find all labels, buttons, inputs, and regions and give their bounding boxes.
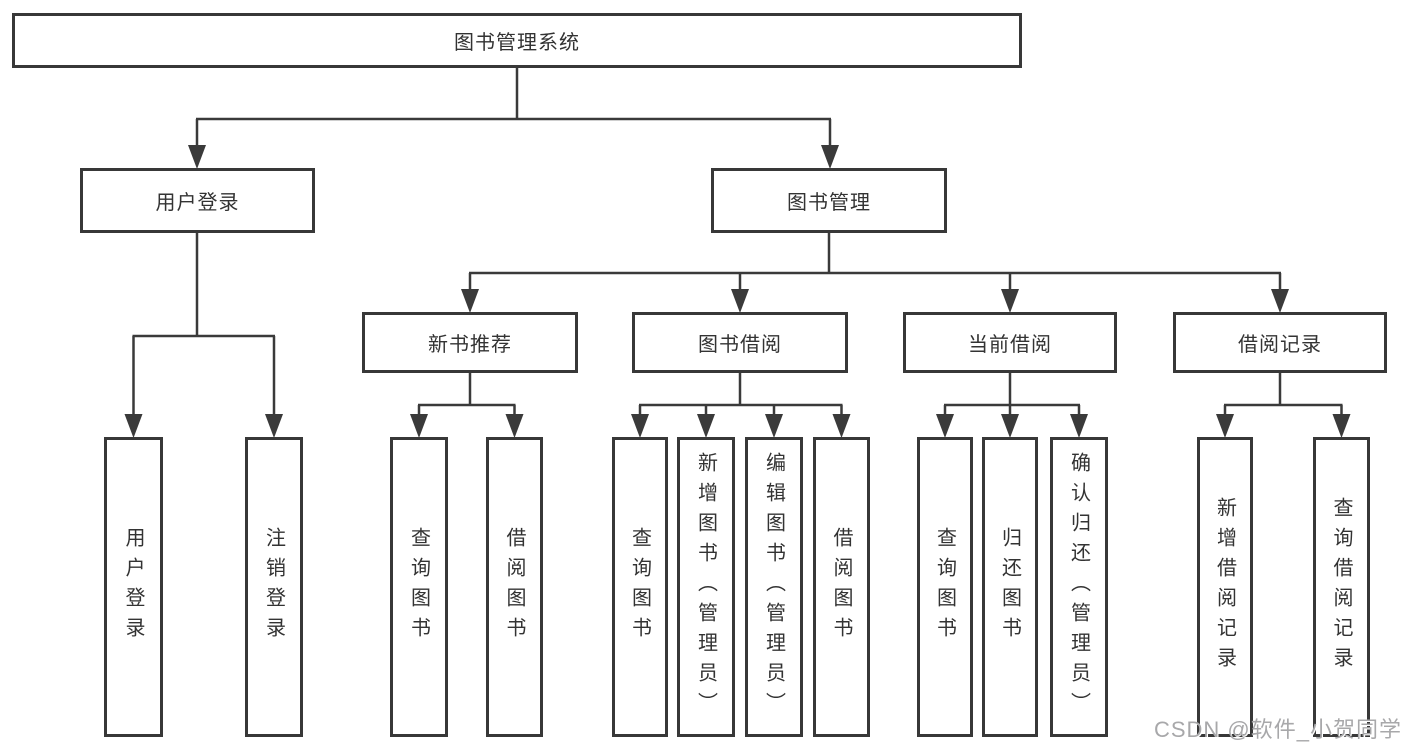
node-book-borrowing: 图书借阅 — [632, 312, 848, 373]
connector-new-book-recommendation — [417, 371, 516, 421]
node-label: 新书推荐 — [428, 334, 512, 356]
node-label: 新增图书（管理员） — [694, 452, 717, 722]
node-user-login: 用户登录 — [80, 168, 315, 233]
node-query-borrow-record: 查询借阅记录 — [1313, 437, 1370, 737]
node-confirm-return-admin: 确认归还（管理员） — [1050, 437, 1108, 737]
node-label: 当前借阅 — [968, 334, 1052, 356]
node-library-management-system: 图书管理系统 — [12, 13, 1022, 68]
connector-book-borrowing — [638, 371, 843, 421]
node-add-borrow-record: 新增借阅记录 — [1197, 437, 1253, 737]
node-label: 图书管理系统 — [454, 32, 580, 54]
node-label: 图书借阅 — [698, 334, 782, 356]
node-query-books: 查询图书 — [612, 437, 668, 737]
node-label: 编辑图书（管理员） — [762, 452, 785, 722]
node-label: 图书管理 — [787, 192, 871, 214]
node-query-books: 查询图书 — [390, 437, 448, 737]
connector-root — [195, 66, 832, 152]
node-label: 借阅图书 — [503, 527, 525, 647]
node-label: 用户登录 — [155, 192, 240, 214]
node-label: 归还图书 — [998, 527, 1021, 647]
node-label: 用户登录 — [122, 527, 144, 647]
node-logout-leaf: 注销登录 — [245, 437, 303, 737]
node-label: 借阅记录 — [1238, 334, 1322, 356]
connector-borrowing-records — [1223, 371, 1343, 421]
node-label: 查询图书 — [628, 527, 651, 647]
node-current-borrowing: 当前借阅 — [903, 312, 1117, 373]
connector-user-login — [132, 231, 276, 421]
node-label: 查询图书 — [933, 527, 956, 647]
node-borrow-books: 借阅图书 — [486, 437, 543, 737]
connector-current-borrowing — [943, 371, 1081, 421]
node-user-login-leaf: 用户登录 — [104, 437, 163, 737]
node-label: 新增借阅记录 — [1213, 497, 1236, 677]
node-add-books-admin: 新增图书（管理员） — [677, 437, 735, 737]
node-label: 借阅图书 — [830, 527, 852, 647]
node-label: 确认归还（管理员） — [1067, 452, 1090, 722]
node-return-books: 归还图书 — [982, 437, 1038, 737]
node-label: 查询图书 — [407, 527, 430, 647]
node-label: 注销登录 — [262, 527, 285, 647]
connector-book-management — [468, 231, 1282, 296]
node-book-management: 图书管理 — [711, 168, 947, 233]
csdn-watermark: CSDN @软件_小贺同学 — [1153, 717, 1402, 742]
node-borrow-books: 借阅图书 — [813, 437, 870, 737]
node-label: 查询借阅记录 — [1330, 497, 1352, 677]
node-new-book-recommendation: 新书推荐 — [362, 312, 578, 373]
node-borrowing-records: 借阅记录 — [1173, 312, 1387, 373]
node-edit-books-admin: 编辑图书（管理员） — [745, 437, 803, 737]
arrowheads — [124, 145, 1351, 438]
node-query-books: 查询图书 — [917, 437, 973, 737]
